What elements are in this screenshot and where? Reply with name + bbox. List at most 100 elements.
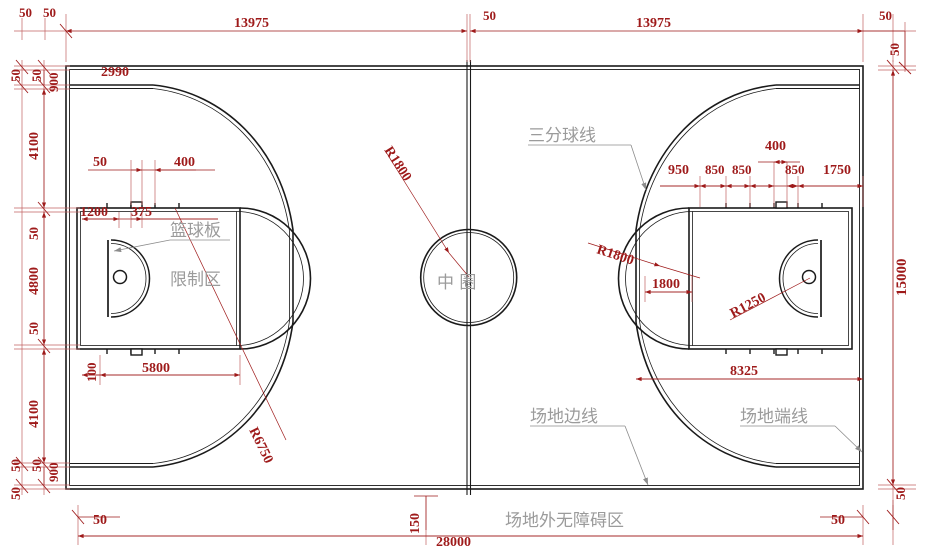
label-three-point-line: 三分球线 (528, 126, 596, 146)
right-basket-arc-outer (778, 239, 819, 318)
lk-ext-100-5800 (99, 355, 241, 385)
leader-backboard-arrow (113, 239, 171, 253)
right-3pt-arc-outer (635, 84, 777, 468)
dim-straight-2990: 2990 (101, 65, 129, 80)
leader-r6750 (174, 207, 287, 441)
dim-rk-850a: 850 (705, 162, 725, 177)
left-basket-arc-outer (110, 239, 151, 318)
dim-lk-50: 50 (93, 155, 107, 170)
leader-r1800-center-tail (448, 252, 470, 278)
right-free-throw-circle-left-inner (625, 211, 693, 346)
left-3pt-arc-outer (152, 84, 294, 468)
rv-extlines (878, 65, 916, 490)
dim-lk-400: 400 (174, 155, 195, 170)
dim-rk-1800: 1800 (652, 277, 680, 292)
right-basket-arc-inner (782, 243, 819, 314)
leader-sideline-arrow (624, 425, 649, 486)
label-sideline: 场地边线 (530, 407, 598, 427)
dim-left-4800: 4800 (27, 267, 42, 295)
dim-br-50-vert: 50 (893, 487, 908, 500)
lk-ext-50-400 (130, 160, 156, 205)
tr-tickmark (898, 61, 912, 75)
left-lane-ticks-bottom (106, 348, 180, 356)
bot-extlines (77, 496, 894, 545)
dim-r1800-right: R1800 (595, 243, 636, 269)
lv-extlines (14, 65, 80, 490)
radius-leaders-group (174, 151, 811, 441)
leader-endline-arrow (834, 425, 863, 453)
dim-r1800-center: R1800 (381, 144, 414, 184)
dim-court-15000: 15000 (894, 259, 910, 297)
label-endline: 场地端线 (740, 407, 808, 427)
dim-rk-950: 950 (668, 163, 689, 178)
dim-top-50a: 50 (19, 5, 32, 20)
bot-left-50 (71, 509, 120, 525)
dim-bottom-right-50: 50 (831, 513, 845, 528)
right-hoop (801, 269, 817, 285)
dim-top-center: 50 (483, 8, 496, 23)
bot-dim-150 (414, 495, 438, 530)
dim-tl-900: 900 (46, 73, 61, 93)
right-free-throw-circle-left-outer (617, 207, 690, 350)
label-restricted-area: 限制区 (170, 270, 221, 290)
dim-rk-400: 400 (765, 139, 786, 154)
left-3pt-arc-inner (152, 88, 290, 464)
right-3pt-arc-inner (639, 88, 777, 464)
dim-bottom-28000: 28000 (436, 535, 471, 550)
court-outer-boundary (65, 65, 864, 490)
leader-r1800-right (587, 242, 661, 267)
dim-rk-850b: 850 (732, 162, 752, 177)
dim-bl-50a: 50 (8, 459, 23, 472)
dim-top-half-left: 13975 (234, 16, 269, 31)
left-key-rectangle-inner (80, 211, 237, 346)
bot-right-50 (820, 500, 900, 530)
dim-rk-850c: 850 (785, 162, 805, 177)
leader-r1250 (729, 277, 811, 321)
left-free-throw-circle-right-outer (239, 207, 312, 350)
left-hoop (112, 269, 128, 285)
dim-left-4100-bottom: 4100 (27, 400, 42, 428)
right-key-rectangle-inner (692, 211, 849, 346)
dim-top-right-vert-50: 50 (887, 43, 902, 56)
dim-top-half-right: 13975 (636, 16, 671, 31)
label-center-circle: 中 圈 (437, 273, 476, 293)
dim-left-50-lower: 50 (26, 322, 41, 335)
right-key-rectangle-outer (688, 207, 853, 350)
dim-lk-100: 100 (84, 363, 99, 383)
dim-rk-1750: 1750 (823, 163, 851, 178)
label-outside-free-zone: 场地外无障碍区 (505, 511, 624, 531)
rk-ext-1800 (644, 276, 693, 302)
dim-top-50b: 50 (43, 5, 56, 20)
rv-tickmarks (886, 59, 900, 494)
dim-lk-375: 375 (131, 205, 152, 220)
dim-top-right-50: 50 (879, 8, 892, 23)
dim-tl-50a: 50 (8, 69, 23, 82)
dim-left-4100-top: 4100 (27, 132, 42, 160)
dim-bottom-150: 150 (408, 513, 423, 534)
dim-r1250: R1250 (728, 290, 769, 321)
center-circle-outer (419, 228, 518, 327)
center-circle-inner (423, 232, 515, 323)
annotation-leaders-group (113, 144, 863, 486)
rk-extlines (699, 162, 864, 207)
right-lane-ticks-bottom (725, 348, 823, 356)
court-outline-group (65, 60, 864, 495)
dim-bl-50c: 50 (8, 487, 23, 500)
dim-bl-900: 900 (46, 463, 61, 483)
leader-r1800-center (385, 151, 450, 254)
dim-rk-8325: 8325 (730, 364, 758, 379)
label-backboard: 篮球板 (170, 221, 221, 241)
leader-r1800-right-tail (659, 265, 701, 279)
dim-left-50-upper: 50 (26, 227, 41, 240)
left-key-rectangle-outer (76, 207, 241, 350)
top-left-tick-group (59, 23, 73, 39)
dim-lk-5800: 5800 (142, 361, 170, 376)
lk-ext-1200-375 (118, 212, 143, 228)
left-basket-arc-inner (110, 243, 147, 314)
dim-bl-50b: 50 (29, 459, 44, 472)
dim-bottom-left-50: 50 (93, 513, 107, 528)
dim-tl-50b: 50 (29, 69, 44, 82)
lv-tickmarks (15, 59, 51, 494)
